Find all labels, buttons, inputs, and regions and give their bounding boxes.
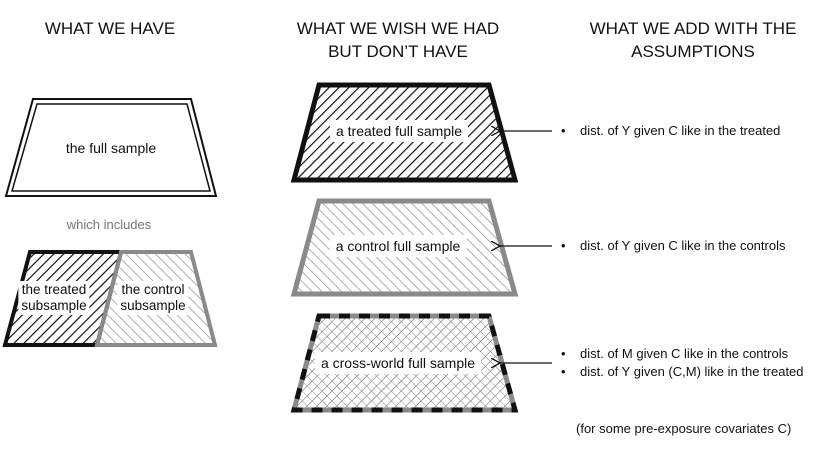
full-sample-label: the full sample <box>65 140 157 156</box>
treated-full-sample-label: a treated full sample <box>329 120 469 142</box>
bullet-treated: • <box>561 123 566 138</box>
title-what-we-have: WHAT WE HAVE <box>20 17 200 40</box>
treated-subsample-label-line2: subsample <box>21 298 87 313</box>
which-includes-label: which includes <box>66 217 152 232</box>
control-subsample-label-line1: the control <box>121 282 185 297</box>
title-what-we-wish-line1: WHAT WE WISH WE HAD <box>296 19 500 38</box>
crossworld-full-sample-label: a cross-world full sample <box>314 352 482 374</box>
covariates-footnote: (for some pre-exposure covariates C) <box>576 421 792 436</box>
control-full-sample-label: a control full sample <box>329 235 467 257</box>
title-what-we-wish: WHAT WE WISH WE HAD BUT DON’T HAVE <box>278 17 518 63</box>
bullet-crossworld-1: • <box>561 346 566 361</box>
treated-subsample-label-line1: the treated <box>21 282 87 297</box>
assumption-crossworld-1: dist. of M given C like in the controls <box>580 346 789 361</box>
treated-subsample-label: the treated subsample <box>18 281 90 315</box>
title-what-we-wish-line2: BUT DON’T HAVE <box>328 42 468 61</box>
title-what-we-have-line1: WHAT WE HAVE <box>44 19 176 38</box>
control-subsample-label: the control subsample <box>117 281 189 315</box>
assumption-control: dist. of Y given C like in the controls <box>580 238 786 253</box>
title-what-we-add-line2: ASSUMPTIONS <box>631 42 755 61</box>
bullet-crossworld-2: • <box>561 364 566 379</box>
title-what-we-add-line1: WHAT WE ADD WITH THE <box>589 19 797 38</box>
title-what-we-add: WHAT WE ADD WITH THE ASSUMPTIONS <box>568 17 818 63</box>
assumption-treated: dist. of Y given C like in the treated <box>580 123 781 138</box>
bullet-control: • <box>561 238 566 253</box>
full-sample-shape <box>4 98 218 197</box>
assumption-crossworld-2: dist. of Y given (C,M) like in the treat… <box>580 364 804 379</box>
control-subsample-label-line2: subsample <box>120 298 186 313</box>
